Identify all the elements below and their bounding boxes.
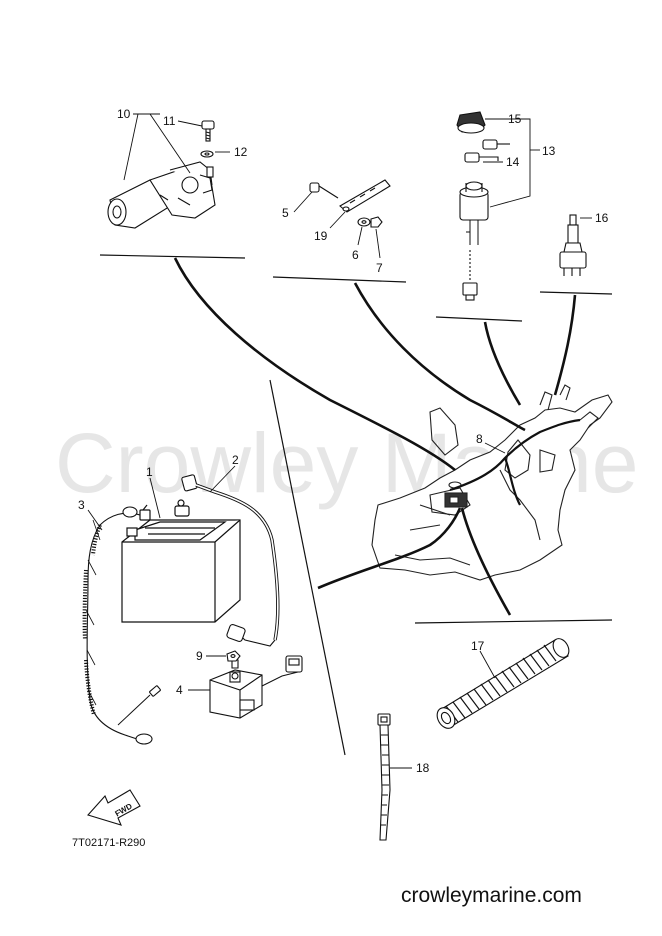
starter-relay-icon bbox=[209, 655, 303, 719]
callout-1: 1 bbox=[146, 465, 153, 479]
callout-2: 2 bbox=[232, 453, 239, 467]
negative-battery-cable bbox=[82, 506, 161, 745]
callout-17: 17 bbox=[471, 639, 485, 653]
callout-6: 6 bbox=[352, 248, 359, 262]
trim-motor-assembly bbox=[107, 161, 216, 229]
callout-5: 5 bbox=[282, 206, 289, 220]
key-switch-assembly bbox=[456, 111, 510, 301]
toggle-switch-16-icon bbox=[559, 214, 587, 276]
callout-numbers: 1 2 3 4 5 6 7 8 9 10 11 12 13 14 15 16 1… bbox=[78, 107, 609, 775]
callout-15: 15 bbox=[508, 112, 522, 126]
callout-12: 12 bbox=[234, 145, 248, 159]
callout-18: 18 bbox=[416, 761, 430, 775]
leader-lines bbox=[173, 257, 577, 616]
group-brackets bbox=[99, 254, 613, 756]
engine-assembly bbox=[371, 384, 613, 581]
callout-8: 8 bbox=[476, 432, 483, 446]
callout-11: 11 bbox=[163, 114, 176, 128]
callout-9: 9 bbox=[196, 649, 203, 663]
callout-10: 10 bbox=[117, 107, 131, 121]
callout-19: 19 bbox=[314, 229, 328, 243]
callout-16: 16 bbox=[595, 211, 609, 225]
washer-12-icon bbox=[200, 150, 214, 158]
forward-direction-arrow: FWD bbox=[87, 789, 141, 826]
callout-7: 7 bbox=[376, 261, 383, 275]
callout-3: 3 bbox=[78, 498, 85, 512]
callout-13: 13 bbox=[542, 144, 556, 158]
nut-9-icon bbox=[226, 650, 241, 662]
callout-leaders bbox=[87, 113, 592, 769]
website-label: crowleymarine.com bbox=[401, 884, 582, 907]
bolt-11-icon bbox=[201, 120, 215, 142]
battery-icon bbox=[121, 499, 241, 623]
callout-14: 14 bbox=[506, 155, 520, 169]
corrugated-tube-icon bbox=[436, 638, 570, 729]
positive-battery-cable bbox=[181, 474, 280, 647]
cable-tie-icon bbox=[377, 713, 391, 841]
callout-4: 4 bbox=[176, 683, 183, 697]
wire-harness bbox=[449, 418, 581, 506]
mounting-hardware bbox=[309, 179, 391, 228]
diagram-code: 7T02171-R290 bbox=[72, 837, 145, 849]
